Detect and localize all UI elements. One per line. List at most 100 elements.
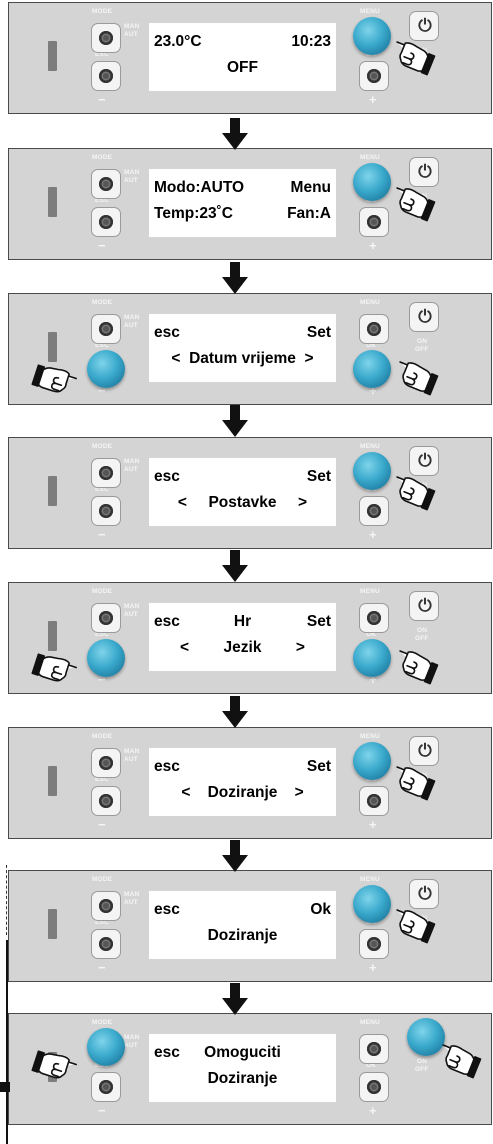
ok-button[interactable] [359,1072,389,1102]
man-label: MAN [124,458,140,465]
aut-label: AUT [124,31,138,38]
pointing-hand-icon [433,1037,485,1081]
down-arrow-icon [222,262,248,294]
power-icon: ⏻ [418,307,432,326]
lcd-line1-left: esc [154,468,180,485]
plus-label: + [369,960,377,975]
esc-button[interactable] [91,61,121,91]
on-label: ON [417,627,428,634]
power-icon: ⏻ [418,16,432,35]
pointing-hand-icon [390,643,442,687]
power-button[interactable]: ⏻ [409,11,439,41]
menu-button-pressed[interactable] [353,742,391,780]
esc-button[interactable] [91,786,121,816]
mode-label: MODE [92,733,113,740]
pointing-hand-icon [29,358,80,400]
plus-label: + [369,817,377,832]
power-button[interactable]: ⏻ [409,302,439,332]
mode-button[interactable] [91,458,121,488]
lcd-line2: Doziranje [207,1070,278,1087]
ok-button[interactable] [359,61,389,91]
mode-button[interactable] [91,748,121,778]
mode-button[interactable] [91,169,121,199]
mode-label: MODE [92,299,113,306]
status-led [48,41,57,71]
menu-button[interactable] [359,603,389,633]
power-button[interactable]: ⏻ [409,736,439,766]
plus-label: + [369,92,377,107]
status-led [48,332,57,362]
ok-button[interactable] [359,929,389,959]
mode-button[interactable] [91,23,121,53]
menu-button-pressed[interactable] [353,17,391,55]
menu-button-pressed[interactable] [353,163,391,201]
lcd-line1-right: Set [306,324,331,341]
on-label: ON [417,1058,428,1065]
esc-label: ESC [95,919,109,926]
power-icon: ⏻ [418,451,432,470]
lcd-line1-right: Menu [290,179,331,196]
lcd-line1-right: Set [306,758,331,775]
menu-button-pressed[interactable] [353,885,391,923]
menu-button[interactable] [359,314,389,344]
minus-label: − [98,383,106,398]
ok-button[interactable] [359,207,389,237]
man-label: MAN [124,891,140,898]
ok-button[interactable] [359,786,389,816]
lcd-line2: < Postavke > [177,494,308,511]
menu-button-pressed[interactable] [353,452,391,490]
off-label: OFF [415,1066,429,1073]
mode-button[interactable] [91,603,121,633]
left-edge-marker [0,1082,10,1092]
ok-button-pressed[interactable] [353,639,391,677]
mode-button-pressed[interactable] [87,1028,125,1066]
mode-label: MODE [92,154,113,161]
aut-label: AUT [124,466,138,473]
power-button-pressed[interactable] [407,1018,445,1056]
mode-label: MODE [92,876,113,883]
minus-label: − [98,92,106,107]
status-led [48,476,57,506]
mode-label: MODE [92,588,113,595]
aut-label: AUT [124,756,138,763]
mode-button[interactable] [91,314,121,344]
esc-button[interactable] [91,929,121,959]
power-button[interactable]: ⏻ [409,591,439,621]
mode-button[interactable] [91,891,121,921]
esc-button-pressed[interactable] [87,350,125,388]
man-label: MAN [124,314,140,321]
power-icon: ⏻ [418,884,432,903]
lcd-line2: < Jezik > [180,639,305,656]
ok-button[interactable] [359,496,389,526]
lcd-line2: < Datum vrijeme > [171,350,314,367]
status-led [48,187,57,217]
mode-label: MODE [92,1019,113,1026]
power-icon: ⏻ [418,596,432,615]
esc-button-pressed[interactable] [87,639,125,677]
man-label: MAN [124,23,140,30]
controller-panel-step-8: MODEMANAUTESC−MENUOK+ONOFFescOmogucitiDo… [8,1013,492,1125]
power-button[interactable]: ⏻ [409,157,439,187]
lcd-line1-right: 10:23 [291,33,331,50]
esc-button[interactable] [91,496,121,526]
power-button[interactable]: ⏻ [409,446,439,476]
menu-label: MENU [360,8,380,15]
esc-button[interactable] [91,207,121,237]
menu-button[interactable] [359,1034,389,1064]
mode-label: MODE [92,443,113,450]
plus-label: + [369,1103,377,1118]
lcd-line1-left: esc [154,901,180,918]
ok-button-pressed[interactable] [353,350,391,388]
esc-button[interactable] [91,1072,121,1102]
aut-label: AUT [124,899,138,906]
minus-label: − [98,960,106,975]
power-button[interactable]: ⏻ [409,879,439,909]
off-label: OFF [415,635,429,642]
